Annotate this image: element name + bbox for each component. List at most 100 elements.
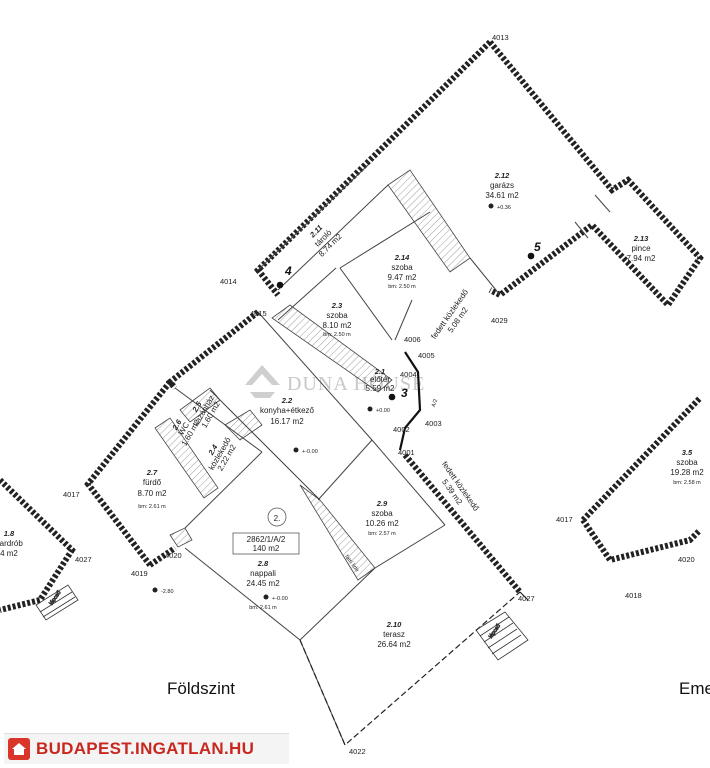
svg-text:1.8: 1.8: [4, 529, 15, 538]
house-icon: [8, 738, 30, 760]
svg-text:nappali: nappali: [250, 569, 276, 578]
right-building-walls: [580, 395, 703, 564]
node-label: 4003: [425, 419, 442, 428]
svg-text:-2.80: -2.80: [161, 589, 174, 595]
room-garage: 2.12 garázs 34.61 m2 +0.36: [485, 171, 519, 211]
level-marker-icon: [367, 406, 373, 412]
svg-text:+0.36: +0.36: [497, 205, 511, 211]
svg-text:16.17 m2: 16.17 m2: [270, 417, 304, 426]
room-living-room: 2.8 nappali 24.45 m2 +-0.00 bm: 2.61 m: [246, 559, 287, 611]
svg-text:2.3: 2.3: [331, 301, 343, 310]
entrance-wall: [398, 351, 422, 451]
stairs-left: lépcső: [35, 584, 79, 621]
section-dot-5: [527, 252, 535, 260]
svg-text:szoba: szoba: [676, 458, 698, 467]
node-label: 4019: [131, 569, 148, 578]
main-building-walls: [84, 39, 704, 594]
section-markers: 4 5 3: [276, 240, 541, 401]
node-label: 4017: [63, 490, 80, 499]
svg-text:24.45 m2: 24.45 m2: [246, 579, 280, 588]
level-marker-icon: [293, 447, 299, 453]
parcel-box: [232, 532, 300, 555]
level-title: Földszint: [167, 679, 235, 698]
node-label: 4002: [393, 425, 410, 434]
room-covered-corridor-top: fedett közlekedő 5.08 m2: [429, 287, 470, 340]
parcel-id: 2862/1/A/2: [247, 535, 286, 544]
svg-text:bm: 2.50 m: bm: 2.50 m: [323, 332, 351, 338]
terrace-outline: [299, 591, 529, 746]
room-bedroom-2-9: 2.9 szoba 10.26 m2 bm: 2.57 m: [365, 499, 399, 537]
a2-label: A/2: [431, 398, 439, 408]
level-title-right: Eme: [679, 679, 710, 698]
svg-text:garázs: garázs: [490, 181, 514, 190]
svg-text:5.59 m2: 5.59 m2: [366, 384, 395, 393]
room-covered-corridor-bottom: fedett közlekedő 5.39 m2: [440, 460, 481, 513]
room-bedroom-2-3: 2.3 szoba 8.10 m2 bm: 2.50 m: [323, 301, 352, 338]
node-label: 4006: [404, 335, 421, 344]
section-dot-4: [276, 281, 284, 289]
node-label: 4018: [625, 591, 642, 600]
svg-text:2.13: 2.13: [633, 234, 649, 243]
node-label: 4013: [492, 33, 509, 42]
room-terrace: 2.10 terasz 26.64 m2: [377, 620, 411, 649]
svg-text:bm: 2.57 m: bm: 2.57 m: [368, 531, 396, 537]
svg-text:bm: 2.58 m: bm: 2.58 m: [673, 480, 701, 486]
svg-text:2.2: 2.2: [281, 396, 293, 405]
svg-text:26.64 m2: 26.64 m2: [377, 640, 411, 649]
room-bedroom-2-14: 2.14 szoba 9.47 m2 bm: 2.50 m: [388, 253, 417, 290]
room-bathroom: 2.7 fürdő 8.70 m2 bm: 2.61 m: [138, 468, 167, 510]
svg-text:3.5: 3.5: [682, 448, 693, 457]
section-number-3: 3: [401, 386, 408, 400]
watermark: DUNA HOUSE: [245, 365, 424, 398]
svg-text:bm: 2.61 m: bm: 2.61 m: [249, 605, 277, 611]
logo-text: BUDAPEST.INGATLAN.HU: [36, 739, 255, 758]
hatched-walls: [154, 169, 471, 581]
node-label: 4027: [518, 594, 535, 603]
level-marker-icon: [152, 587, 158, 593]
room-wardrobe: 1.8 gardrób 4 m2: [0, 529, 23, 558]
room-labels: 2.12 garázs 34.61 m2 +0.36 2.13 pince 7.…: [0, 171, 704, 649]
svg-text:19.28 m2: 19.28 m2: [670, 468, 704, 477]
level-marker-icon: [263, 594, 269, 600]
svg-text:10.26 m2: 10.26 m2: [365, 519, 399, 528]
svg-text:2.12: 2.12: [494, 171, 510, 180]
svg-text:+0.00: +0.00: [376, 408, 390, 414]
svg-text:2.1: 2.1: [374, 367, 385, 376]
room-hallway: 2.4 közlekedő 2.22 m2: [206, 435, 238, 472]
svg-text:2.10: 2.10: [386, 620, 402, 629]
svg-text:34.61 m2: 34.61 m2: [485, 191, 519, 200]
node-label: 4001: [398, 448, 415, 457]
svg-text:konyha+étkező: konyha+étkező: [260, 406, 315, 415]
svg-text:+-0.00: +-0.00: [302, 449, 318, 455]
node-label: 4027: [75, 555, 92, 564]
room-kitchen-dining: 2.2 konyha+étkező 16.17 m2 +-0.00: [260, 396, 318, 455]
stair-label-left: lépcső: [48, 590, 62, 606]
room-entry: 2.1 előtér 5.59 m2 +0.00: [366, 367, 395, 414]
svg-text:pince: pince: [631, 244, 651, 253]
svg-text:bm: 2.61 m: bm: 2.61 m: [138, 504, 166, 510]
section-number-5: 5: [534, 240, 541, 254]
svg-text:előtér: előtér: [370, 375, 390, 384]
svg-text:2.14: 2.14: [394, 253, 410, 262]
svg-text:gardrób: gardrób: [0, 539, 23, 548]
node-label: 4020: [678, 555, 695, 564]
svg-text:9.47 m2: 9.47 m2: [388, 273, 417, 282]
svg-text:2.7: 2.7: [146, 468, 158, 477]
svg-text:fürdő: fürdő: [143, 478, 162, 487]
svg-text:8.10 m2: 8.10 m2: [323, 321, 352, 330]
svg-text:2.8: 2.8: [257, 559, 269, 568]
svg-text:7.94 m2: 7.94 m2: [627, 254, 656, 263]
node-label: 4004: [400, 370, 417, 379]
svg-text:terasz: terasz: [383, 630, 405, 639]
svg-text:4 m2: 4 m2: [0, 549, 18, 558]
svg-text:+-0.00: +-0.00: [272, 596, 288, 602]
svg-text:bm: 2.50 m: bm: 2.50 m: [388, 284, 416, 290]
room-wc: 2.6 WC 1.60 m2: [170, 417, 202, 447]
stairs-terrace: lépcső: [475, 611, 529, 661]
section-dot-3: [388, 393, 396, 401]
left-building-walls: [0, 477, 76, 613]
watermark-logo-icon: [245, 365, 280, 398]
section-number-4: 4: [284, 264, 292, 278]
node-labels: 4013 4014 4015 4029 4006 4005 4004 4003 …: [63, 33, 695, 756]
